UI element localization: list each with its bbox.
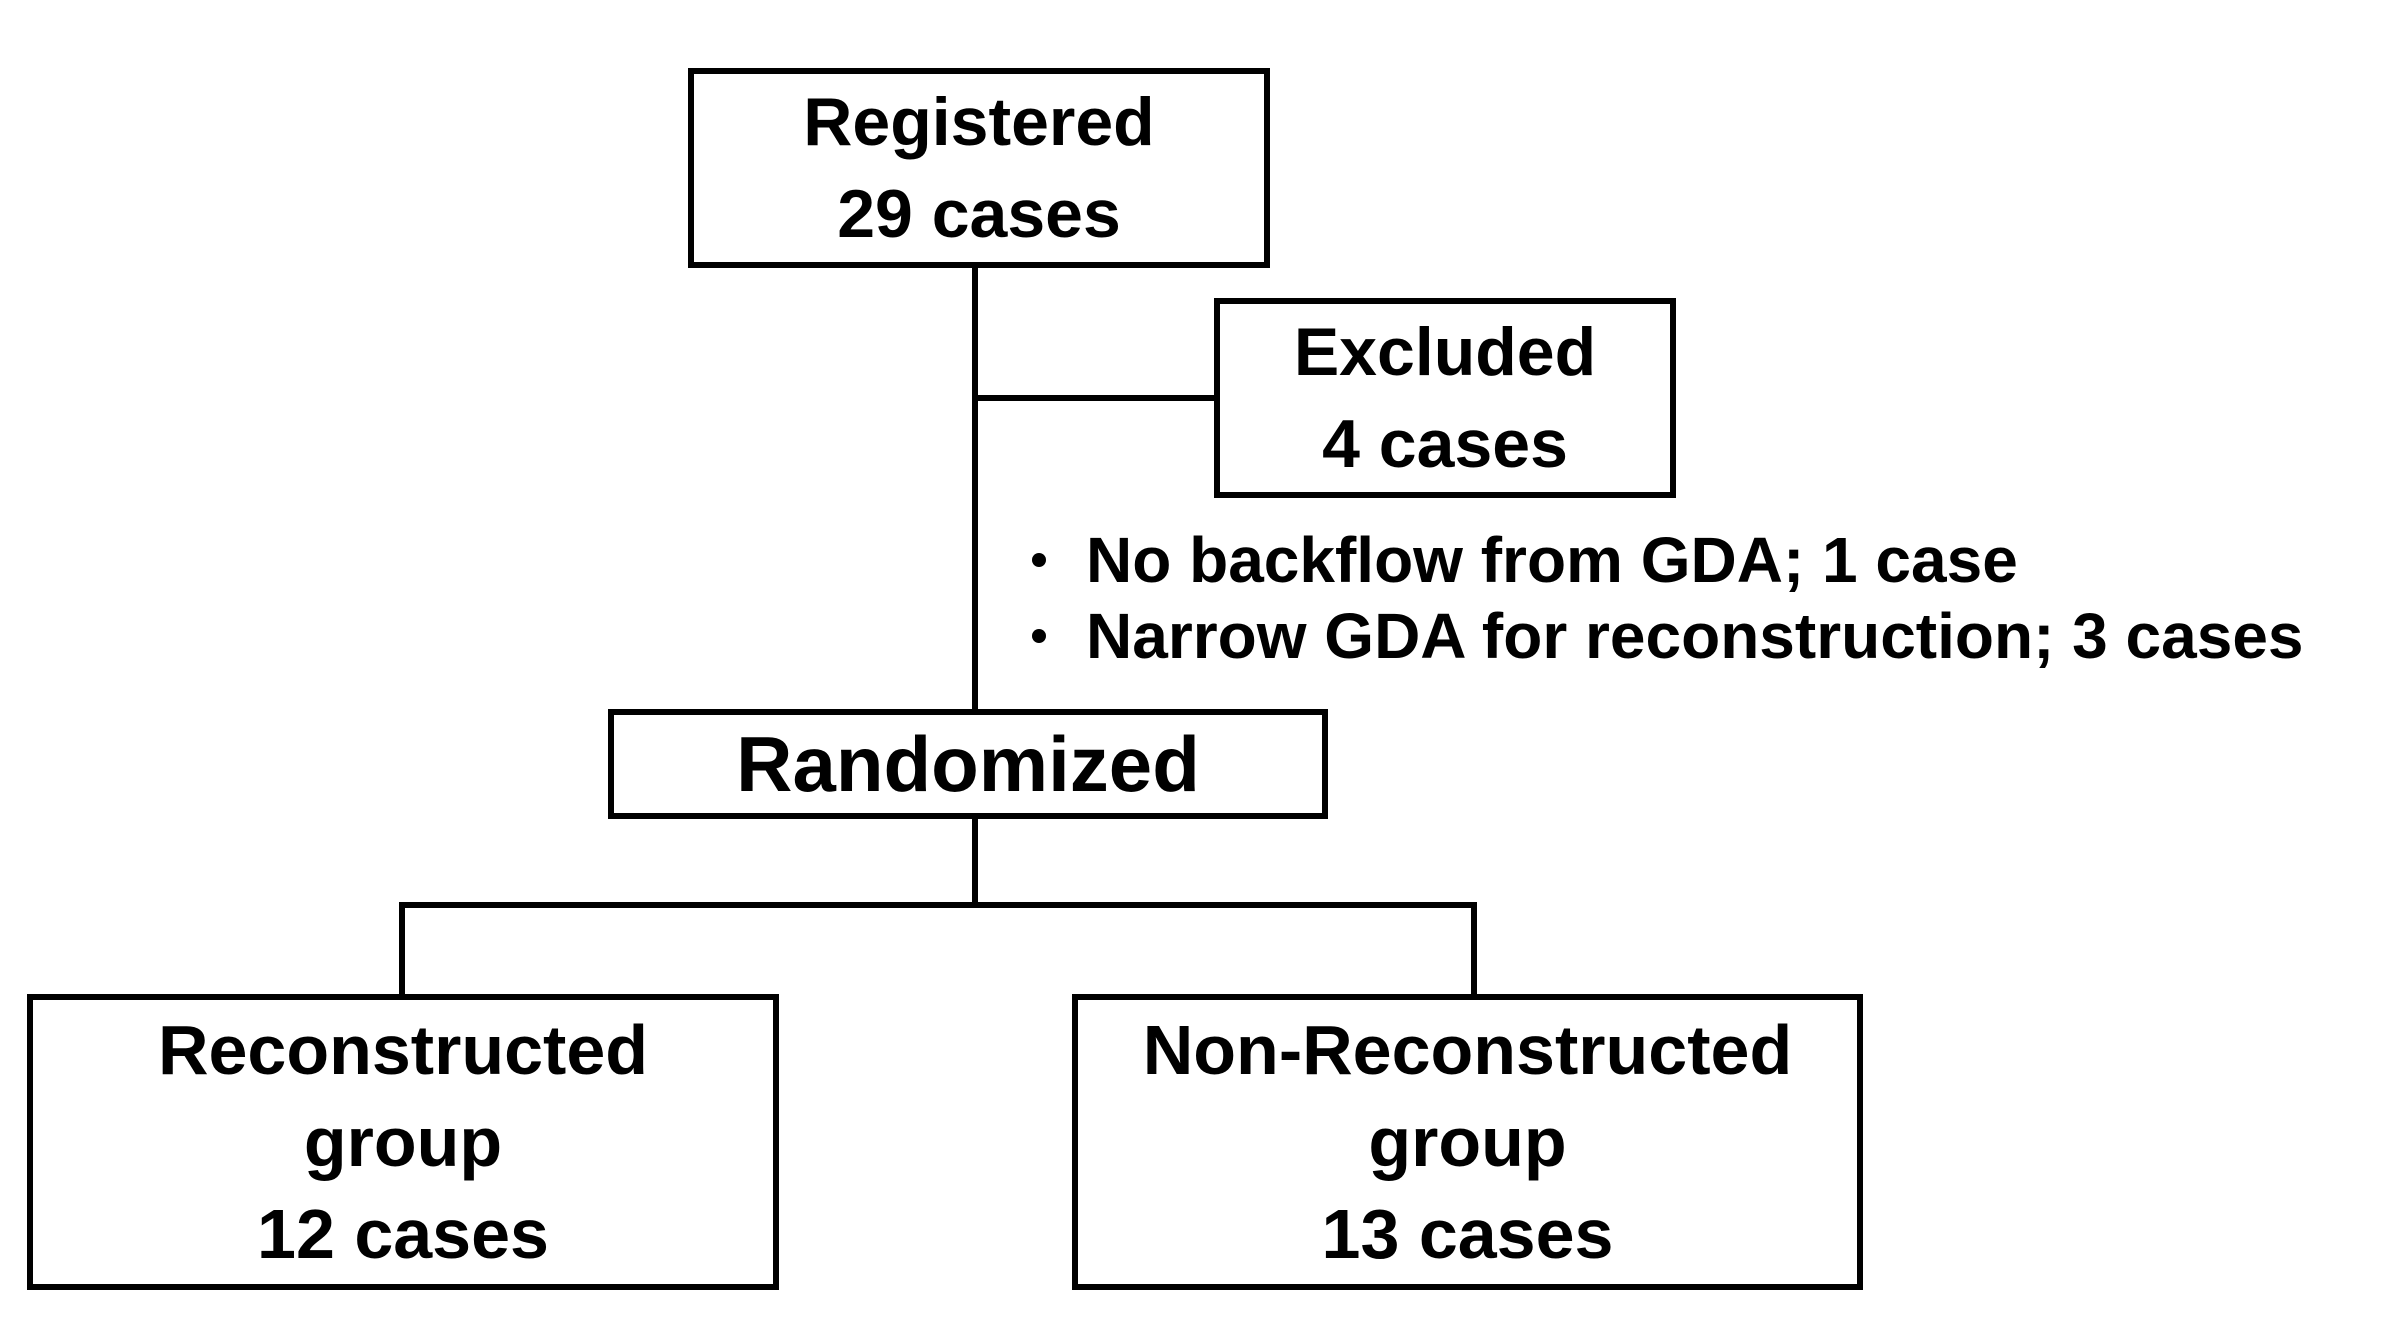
connector-registered-to-randomized <box>972 268 978 709</box>
node-reconstructed-line1: Reconstructed <box>157 1011 649 1089</box>
bullet-icon <box>1032 629 1046 643</box>
node-non-reconstructed-line3: 13 cases <box>1321 1195 1614 1273</box>
node-randomized: Randomized <box>608 709 1328 819</box>
node-registered-line1: Registered <box>803 84 1155 160</box>
connector-randomized-to-branch <box>972 818 978 908</box>
connector-to-excluded <box>975 395 1214 401</box>
branch-drop-left <box>399 902 405 994</box>
bullet-icon <box>1032 553 1046 567</box>
branch-rail <box>399 902 1477 908</box>
node-registered: Registered 29 cases <box>688 68 1270 268</box>
exclusion-reason-text: No backflow from GDA; 1 case <box>1086 524 2018 596</box>
node-excluded-line1: Excluded <box>1293 314 1597 390</box>
node-excluded: Excluded 4 cases <box>1214 298 1676 498</box>
node-non-reconstructed-line2: group <box>1368 1103 1567 1181</box>
node-registered-line2: 29 cases <box>837 176 1121 252</box>
branch-drop-right <box>1471 902 1477 994</box>
exclusion-reason-text: Narrow GDA for reconstruction; 3 cases <box>1086 600 2304 672</box>
node-excluded-line2: 4 cases <box>1322 406 1568 482</box>
exclusion-reasons-list: No backflow from GDA; 1 case Narrow GDA … <box>1032 522 2304 674</box>
node-non-reconstructed-line1: Non-Reconstructed <box>1142 1011 1793 1089</box>
node-randomized-line1: Randomized <box>736 720 1200 808</box>
node-reconstructed-line3: 12 cases <box>257 1195 549 1273</box>
exclusion-reason-item: No backflow from GDA; 1 case <box>1032 522 2304 598</box>
node-reconstructed-group: Reconstructed group 12 cases <box>27 994 779 1290</box>
exclusion-reason-item: Narrow GDA for reconstruction; 3 cases <box>1032 598 2304 674</box>
node-non-reconstructed-group: Non-Reconstructed group 13 cases <box>1072 994 1863 1290</box>
node-reconstructed-line2: group <box>303 1103 503 1181</box>
